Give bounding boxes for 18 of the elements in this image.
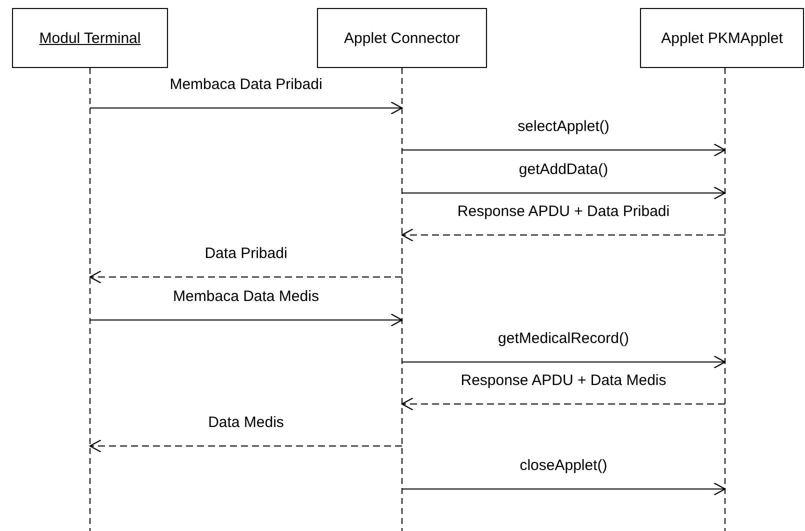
edge-label: selectApplet() bbox=[516, 118, 612, 135]
message-arrow bbox=[402, 186, 726, 200]
return-arrow bbox=[401, 228, 726, 242]
return-arrow bbox=[89, 439, 402, 453]
message-arrow bbox=[402, 482, 726, 496]
edge-label: getMedicalRecord() bbox=[496, 330, 631, 347]
participant-name: Applet PKMApplet bbox=[661, 30, 783, 46]
edge-label: getAddData() bbox=[516, 161, 610, 178]
edge-label: Response APDU + Data Medis bbox=[458, 372, 668, 389]
message-arrow bbox=[90, 313, 403, 327]
message-arrow bbox=[90, 101, 403, 115]
message-arrow bbox=[402, 143, 726, 157]
participant-name: Modul Terminal bbox=[39, 30, 141, 46]
message-arrow bbox=[402, 355, 726, 369]
return-arrow bbox=[401, 397, 726, 411]
return-arrow bbox=[89, 270, 402, 284]
edge-label: closeApplet() bbox=[518, 457, 610, 474]
participant-name: Applet Connector bbox=[344, 30, 460, 46]
